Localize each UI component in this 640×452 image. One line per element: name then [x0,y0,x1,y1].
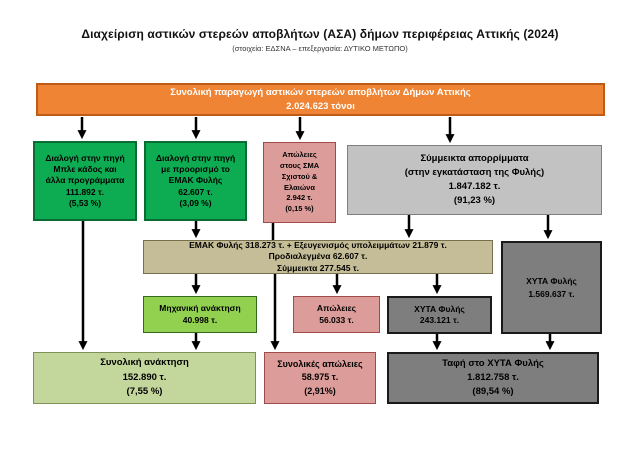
box-xyta-direct: ΧΥΤΑ Φυλής 1.569.637 τ. [501,241,602,334]
box-total-landfill: Ταφή στο ΧΥΤΑ Φυλής 1.812.758 τ. (89,54 … [387,352,599,404]
box-line: 152.890 τ. [122,371,167,383]
box-line: Συνολική παραγωγή αστικών στερεών αποβλή… [170,86,471,98]
box-line: (91,23 %) [453,195,496,207]
box-line: Απώλειες [282,149,317,159]
page-subtitle: (στοιχεία: ΕΔΣΝΑ – επεξεργασία: ΔΥΤΙΚΟ Μ… [232,44,408,53]
box-line: (7,55 %) [126,386,163,398]
box-line: 56.033 τ. [319,314,354,325]
box-line: (5,53 %) [68,197,102,208]
box-line: Σύμμεικτα 277.545 τ. [277,262,359,273]
box-line: (89,54 %) [472,386,514,398]
box-line: Απώλειες [316,303,357,314]
box-line: 1.569.637 τ. [528,288,575,299]
box-line: ΧΥΤΑ Φυλής [526,275,577,286]
box-line: 1.847.182 τ. [448,181,501,192]
box-total-recovery: Συνολική ανάκτηση 152.890 τ. (7,55 %) [33,352,256,404]
box-mechanical-recovery: Μηχανική ανάκτηση 40.998 τ. [143,296,257,333]
box-line: Μπλε κάδος και [53,164,117,175]
box-line: με προορισμό το [161,164,230,175]
box-line: Ελαιώνα [284,182,315,192]
box-line: ΕΜΑΚ Φυλής 318.273 τ. + Εξευγενισμός υπο… [189,240,447,251]
box-line: (2,91%) [304,385,336,396]
box-line: Προδιαλεγμένα 62.607 τ. [268,251,368,262]
page-header: Διαχείριση αστικών στερεών αποβλήτων (ΑΣ… [0,27,640,53]
box-line: 1.812.758 τ. [467,371,519,383]
box-line-split: Προδιαλεγμένα 62.607 τ. Σύμμεικτα 277.54… [144,251,492,273]
box-line: Σύμμεικτα απορρίμματα [420,152,529,164]
box-sma-losses: Απώλειες στους ΣΜΑ Σχιστού & Ελαιώνα 2.9… [263,142,336,223]
box-line: στους ΣΜΑ [279,160,320,170]
box-line: Συνολικές απώλειες [277,358,363,369]
page-title: Διαχείριση αστικών στερεών αποβλήτων (ΑΣ… [81,27,559,41]
box-line: 111.892 τ. [65,186,105,197]
box-line: Διαλογή στην πηγή [155,153,236,164]
box-line: (στην εγκατάσταση της Φυλής) [404,166,545,178]
box-total-losses: Συνολικές απώλειες 58.975 τ. (2,91%) [264,352,376,404]
box-xyta-from-emak: ΧΥΤΑ Φυλής 243.121 τ. [387,296,492,334]
box-line: (0,15 %) [285,204,314,214]
box-emak-losses: Απώλειες 56.033 τ. [293,296,380,333]
box-line: Σχιστού & [281,171,318,181]
box-line: (3,09 %) [179,197,212,208]
box-line: 62.607 τ. [178,186,213,197]
box-line: Μηχανική ανάκτηση [159,303,241,314]
box-line: 58.975 τ. [301,372,339,383]
box-line: 40.998 τ. [182,314,218,325]
box-line: Ταφή στο ΧΥΤΑ Φυλής [442,357,544,369]
box-line: 2.942 τ. [286,193,313,203]
box-line: Συνολική ανάκτηση [100,356,189,368]
box-total-production: Συνολική παραγωγή αστικών στερεών αποβλή… [36,83,605,116]
box-line: 2.024.623 τόνοι [286,100,355,112]
box-mixed-waste: Σύμμεικτα απορρίμματα (στην εγκατάσταση … [347,145,602,215]
box-line: ΧΥΤΑ Φυλής [414,303,465,314]
box-emak-plant: ΕΜΑΚ Φυλής 318.273 τ. + Εξευγενισμός υπο… [143,240,493,274]
box-line: ΕΜΑΚ Φυλής [168,175,223,186]
box-line: 243.121 τ. [419,315,460,325]
box-line: Διαλογή στην πηγή [45,153,125,164]
box-source-separation-blue: Διαλογή στην πηγή Μπλε κάδος και άλλα πρ… [33,141,137,221]
box-source-separation-emak: Διαλογή στην πηγή με προορισμό το ΕΜΑΚ Φ… [144,141,247,221]
box-line: άλλα προγράμματα [45,175,125,186]
